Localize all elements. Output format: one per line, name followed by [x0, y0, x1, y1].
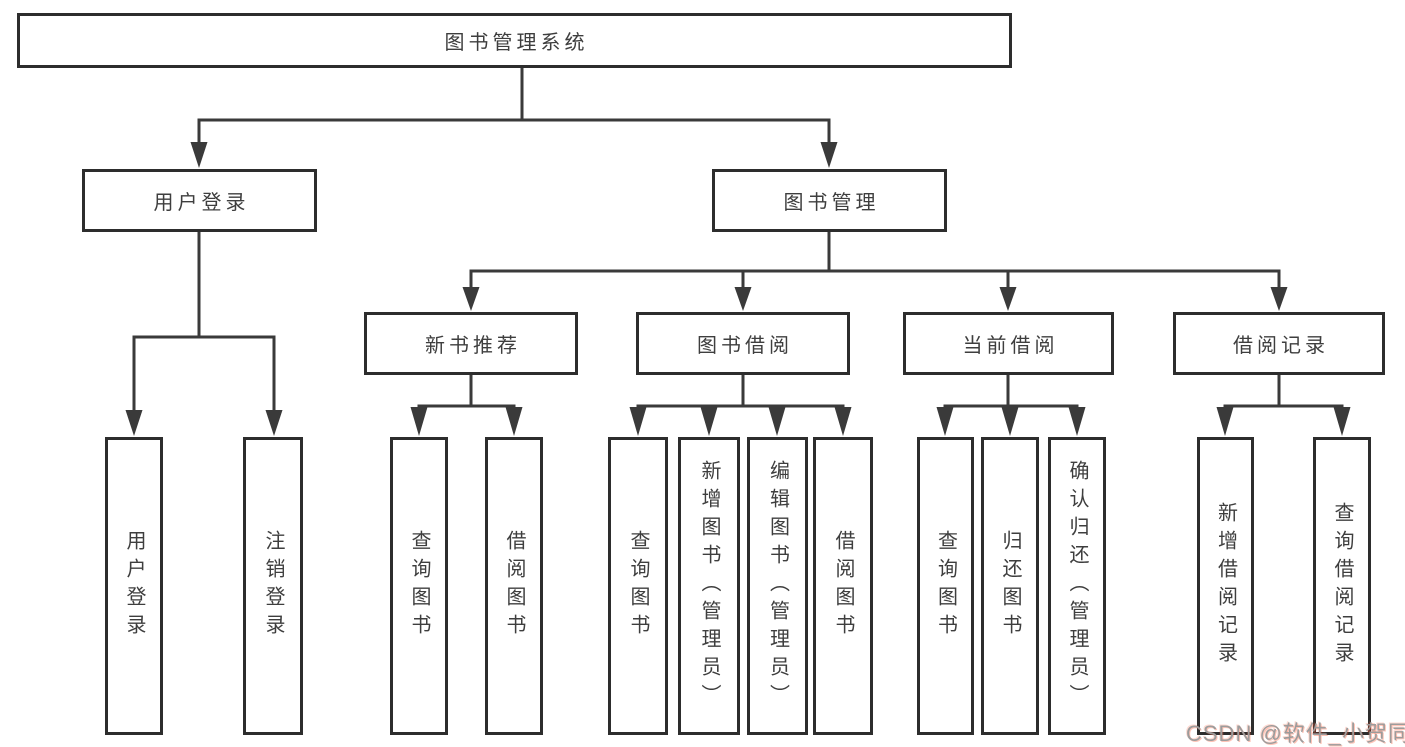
node-current-borrow: 当前借阅 [903, 312, 1114, 375]
node-leaf-edit-book-admin: 编辑图书（管理员） [747, 437, 808, 735]
arrow-down-icon [834, 407, 852, 436]
node-leaf-logout: 注销登录 [243, 437, 303, 735]
arrow-down-icon [190, 142, 208, 168]
connector-current-borrow-branch [936, 375, 1086, 436]
node-leaf-user-login: 用户登录 [105, 437, 163, 735]
node-borrow-record: 借阅记录 [1173, 312, 1385, 375]
node-leaf-query-books-2: 查询图书 [608, 437, 668, 735]
node-user-login: 用户登录 [82, 169, 317, 232]
node-leaf-borrow-book-2: 借阅图书 [813, 437, 873, 735]
arrow-down-icon [1216, 407, 1234, 436]
node-leaf-add-book-admin: 新增图书（管理员） [678, 437, 740, 735]
arrow-down-icon [999, 287, 1017, 311]
node-book-borrow: 图书借阅 [636, 312, 850, 375]
csdn-watermark: CSDN @软件_小贺同学 [1186, 721, 1405, 746]
node-book-management: 图书管理 [712, 169, 947, 232]
node-leaf-borrow-book-1: 借阅图书 [485, 437, 543, 735]
node-library-system: 图书管理系统 [17, 13, 1012, 68]
arrow-down-icon [1068, 407, 1086, 436]
arrow-down-icon [768, 407, 786, 436]
node-leaf-query-books-1: 查询图书 [390, 437, 448, 735]
connector-root-branch [190, 68, 838, 168]
arrow-down-icon [734, 287, 752, 311]
node-leaf-query-books-3: 查询图书 [917, 437, 974, 735]
connector-borrow-record-branch [1216, 375, 1351, 436]
arrow-down-icon [265, 410, 283, 436]
connector-new-book-rec-branch [410, 375, 523, 436]
node-leaf-query-borrow-record: 查询借阅记录 [1313, 437, 1371, 735]
arrow-down-icon [820, 142, 838, 168]
arrow-down-icon [700, 407, 718, 436]
arrow-down-icon [505, 407, 523, 436]
node-leaf-add-borrow-record: 新增借阅记录 [1197, 437, 1254, 735]
node-leaf-return-book: 归还图书 [981, 437, 1039, 735]
arrow-down-icon [125, 410, 143, 436]
arrow-down-icon [1333, 407, 1351, 436]
arrow-down-icon [410, 407, 428, 436]
connector-user-login-branch [125, 232, 283, 436]
node-new-book-recommend: 新书推荐 [364, 312, 578, 375]
arrow-down-icon [462, 287, 480, 311]
arrow-down-icon [629, 407, 647, 436]
arrow-down-icon [1270, 287, 1288, 311]
arrow-down-icon [1001, 407, 1019, 436]
connector-book-borrow-branch [629, 375, 852, 436]
connector-book-mgmt-branch [462, 232, 1288, 311]
node-leaf-confirm-return-admin: 确认归还（管理员） [1048, 437, 1106, 735]
arrow-down-icon [936, 407, 954, 436]
